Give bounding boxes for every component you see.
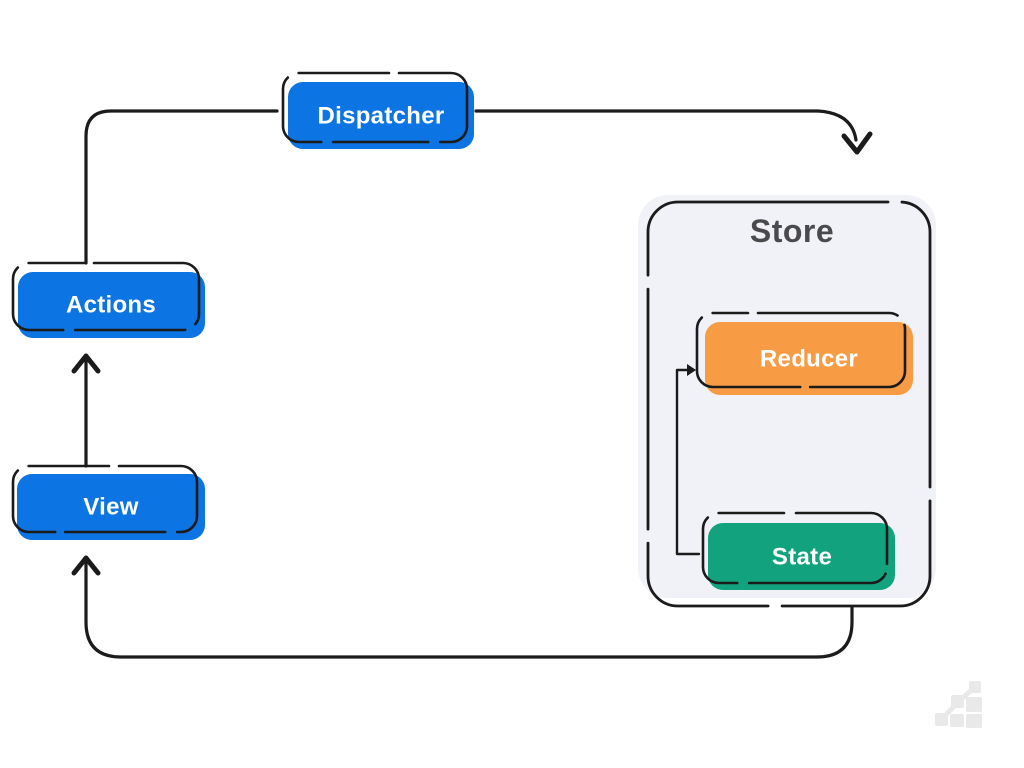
store-panel-outline bbox=[646, 200, 932, 608]
arrowhead-right-icon bbox=[687, 364, 696, 376]
node-dispatcher: Dispatcher bbox=[281, 71, 474, 149]
watermark-square bbox=[966, 714, 982, 728]
watermark-square bbox=[950, 714, 964, 727]
reducer-fill bbox=[705, 322, 913, 395]
connector-state-to-reducer-line bbox=[675, 368, 701, 556]
node-view: View bbox=[11, 464, 205, 540]
actions-label: Actions bbox=[66, 292, 156, 319]
view-outline bbox=[11, 464, 199, 534]
connector-dispatcher-to-store bbox=[474, 109, 873, 155]
reducer-outline bbox=[695, 311, 907, 389]
node-reducer: Reducer bbox=[695, 311, 913, 395]
state-fill bbox=[708, 523, 895, 590]
actions-outline bbox=[11, 261, 201, 332]
connector-store-to-view-line bbox=[84, 560, 854, 659]
actions-fill bbox=[18, 272, 205, 338]
dispatcher-outline bbox=[281, 71, 469, 144]
node-state: State bbox=[701, 511, 895, 590]
connector-store-to-view bbox=[71, 555, 854, 659]
watermark-square bbox=[935, 713, 948, 726]
connector-dispatcher-to-store-line bbox=[474, 109, 858, 142]
dispatcher-label: Dispatcher bbox=[317, 103, 444, 130]
reducer-label: Reducer bbox=[760, 346, 858, 373]
state-outline bbox=[701, 511, 889, 585]
store-panel-fill bbox=[638, 195, 936, 598]
watermark-square bbox=[969, 681, 981, 693]
store-title: Store bbox=[750, 213, 834, 249]
watermark-square bbox=[951, 695, 964, 708]
connector-actions-to-dispatcher bbox=[84, 109, 279, 265]
node-actions: Actions bbox=[11, 261, 205, 338]
arrowhead-up-icon bbox=[71, 555, 101, 576]
store-container: Store bbox=[638, 195, 936, 608]
connector-state-to-reducer bbox=[675, 364, 701, 556]
view-label: View bbox=[83, 494, 138, 521]
connector-view-to-actions bbox=[71, 353, 101, 468]
arrowhead-up-icon bbox=[71, 353, 101, 374]
view-fill bbox=[17, 474, 205, 540]
stairs-chart-logo-icon bbox=[935, 681, 982, 728]
watermark-square bbox=[966, 697, 982, 712]
state-label: State bbox=[772, 544, 832, 571]
arrowhead-down-icon bbox=[841, 131, 873, 155]
dispatcher-fill bbox=[288, 82, 474, 149]
